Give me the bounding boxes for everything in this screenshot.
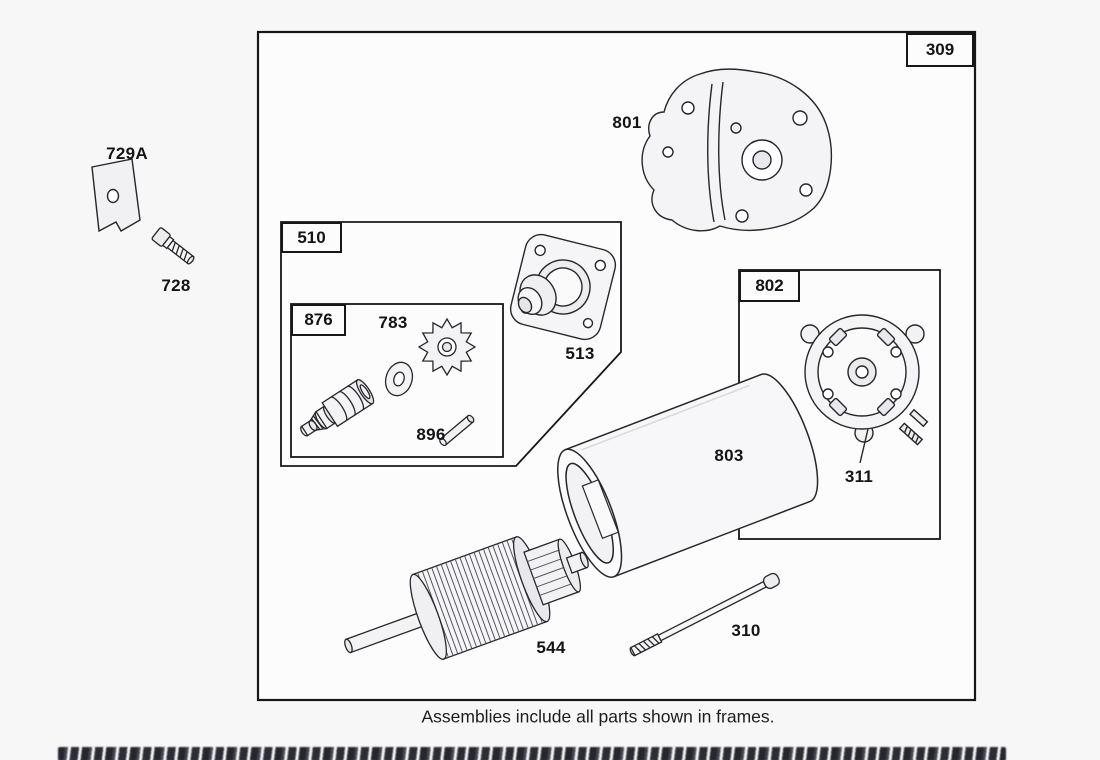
frame-510-border xyxy=(280,221,622,467)
part-728-drawing xyxy=(151,227,195,265)
part-311-end-cap-drawing xyxy=(800,314,929,464)
part-label-544: 544 xyxy=(536,638,566,657)
frames-note-caption: Assemblies include all parts shown in fr… xyxy=(421,706,775,727)
cropped-distorted-text-strip xyxy=(58,747,1006,760)
part-label-729a: 729A xyxy=(106,144,148,163)
part-310-bolt-drawing xyxy=(629,572,781,657)
frame-label-802: 802 xyxy=(739,270,800,302)
leader-line-311 xyxy=(859,428,869,464)
part-label-513: 513 xyxy=(565,344,595,363)
frame-label-309: 309 xyxy=(906,33,974,67)
part-876-drive-clutch-drawing xyxy=(300,379,375,437)
part-513-bearing-drawing xyxy=(509,233,617,341)
part-544-armature-drawing xyxy=(344,536,589,660)
part-label-801: 801 xyxy=(612,113,642,132)
part-label-803: 803 xyxy=(714,446,744,465)
part-label-783: 783 xyxy=(378,313,408,332)
part-label-728: 728 xyxy=(161,276,191,295)
part-729a-drawing xyxy=(91,158,141,233)
part-896-pin-drawing xyxy=(439,414,475,447)
part-783-gear-drawing xyxy=(417,317,477,377)
part-label-310: 310 xyxy=(731,621,761,640)
part-label-311: 311 xyxy=(844,467,874,486)
frame-876-border xyxy=(290,303,504,458)
part-803-housing-drawing xyxy=(557,373,819,578)
frame-label-876: 876 xyxy=(291,304,346,336)
part-thrust-washer-drawing xyxy=(384,361,414,397)
part-801-drawing xyxy=(641,68,832,232)
frame-label-510: 510 xyxy=(281,222,342,253)
part-label-896: 896 xyxy=(416,425,446,444)
